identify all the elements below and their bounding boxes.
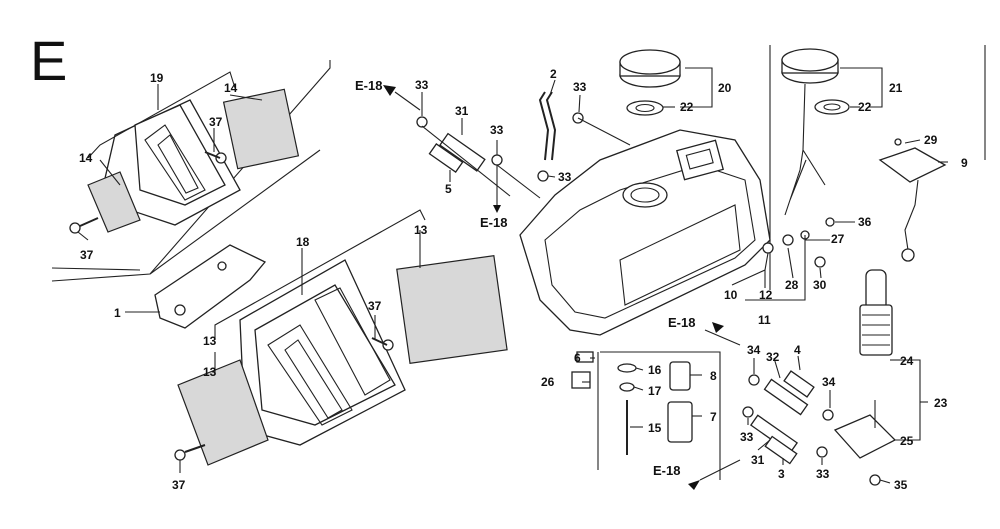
part-label: 34 [747,343,761,357]
part-label: 9 [961,156,968,170]
part-label: 14 [79,151,93,165]
part-label: 37 [172,478,186,492]
part-label: 33 [740,430,754,444]
part-label: 19 [150,71,164,85]
part-label: 22 [858,100,872,114]
part-label: 13 [203,365,217,379]
part-label: 30 [813,278,827,292]
part-label: 6 [574,351,581,365]
part-label: 15 [648,421,662,435]
section-letter: E [30,29,67,92]
part-label: 21 [889,81,903,95]
part-label: 12 [759,288,773,302]
part-label: 25 [900,434,914,448]
part-label: 31 [751,453,765,467]
part-label: 2 [550,67,557,81]
fuel-gauge-9 [878,147,947,262]
part-label: 17 [648,384,662,398]
part-label: 37 [368,299,382,313]
part-label: 4 [794,343,801,357]
part-label: 14 [224,81,238,95]
ref-label: E-18 [355,78,382,93]
ref-label: E-18 [653,463,680,478]
reference-arrows [383,85,724,490]
part-label: 13 [414,223,428,237]
part-label: 23 [934,396,948,410]
part-label: 22 [680,100,694,114]
bracket-18 [174,254,508,466]
part-label: 10 [724,288,738,302]
leader-lines [77,67,948,484]
part-label: 31 [455,104,469,118]
part-label: 33 [816,467,830,481]
part-label: 33 [415,78,429,92]
part-label: 33 [573,80,587,94]
part-label: 16 [648,363,662,377]
ref-label: E-18 [668,315,695,330]
part-label: 7 [710,410,717,424]
part-label: 34 [822,375,836,389]
part-label: 27 [831,232,845,246]
frame-lines [51,45,986,480]
part-label: 28 [785,278,799,292]
part-label: 37 [209,115,223,129]
hoses-and-fittings [416,91,902,486]
part-label: 36 [858,215,872,229]
part-label: 20 [718,81,732,95]
fuel-caps [619,48,850,216]
part-label: 18 [296,235,310,249]
part-label: 33 [558,170,572,184]
part-label: 3 [778,467,785,481]
part-label: 1 [114,306,121,320]
part-label: 26 [541,375,555,389]
part-label: 8 [710,369,717,383]
part-label: 33 [490,123,504,137]
part-labels: 1 2 3 4 5 6 7 8 9 10 11 12 13 13 13 14 1… [79,67,968,492]
part-label: 35 [894,478,908,492]
ref-label: E-18 [480,215,507,230]
part-label: 37 [80,248,94,262]
part-label: 11 [758,313,771,327]
fuel-strainer [833,269,897,459]
part-label: 29 [924,133,938,147]
bracket-19 [69,88,300,234]
part-label: 24 [900,354,914,368]
bracket-1 [154,244,267,329]
part-label: 5 [445,182,452,196]
part-label: 13 [203,334,217,348]
fuel-tank [519,129,771,336]
part-label: 32 [766,350,780,364]
reference-labels: E-18 E-18 E-18 E-18 [355,78,695,478]
